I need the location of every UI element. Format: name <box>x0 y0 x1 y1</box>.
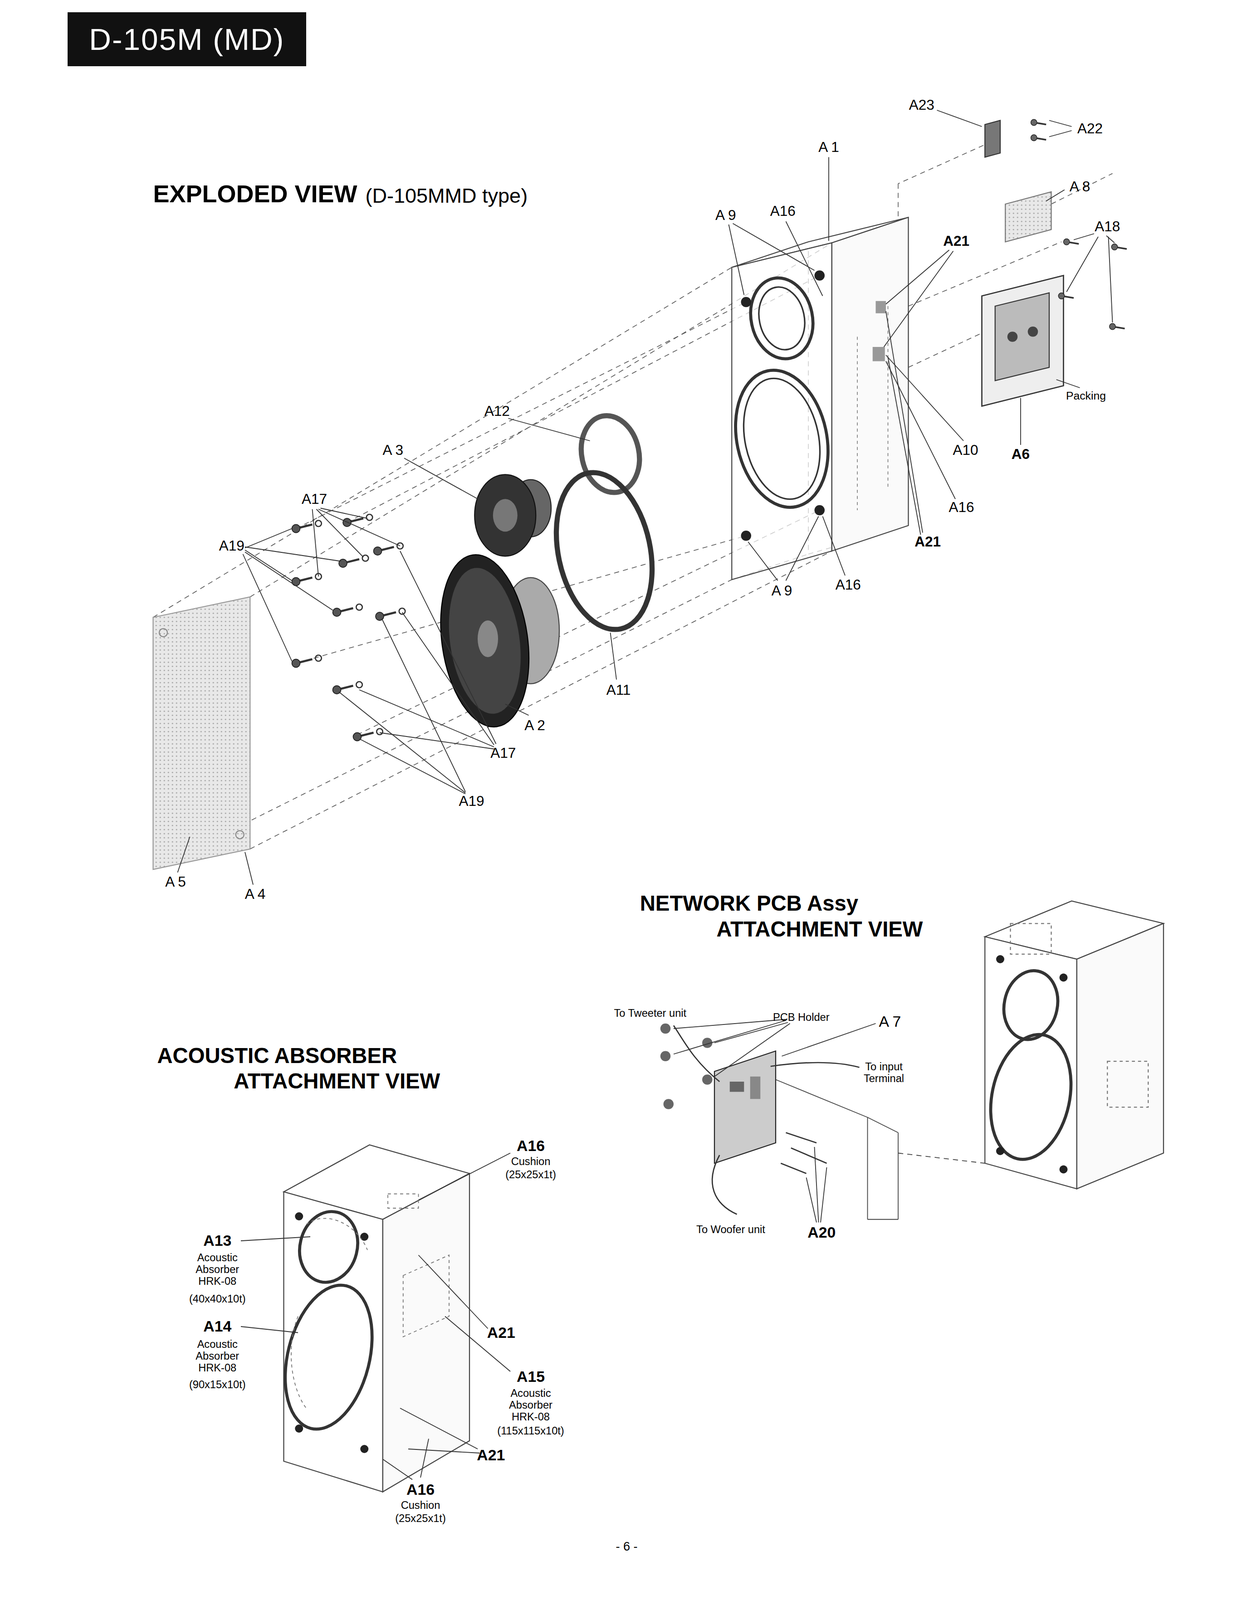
callout-number: A16 <box>516 1137 545 1155</box>
callout-number: A17 <box>490 745 516 762</box>
note-text: (90x15x10t) <box>189 1378 246 1391</box>
callout-number: A 2 <box>524 717 546 734</box>
callout-number: A18 <box>1094 218 1120 235</box>
callout-number: A20 <box>807 1224 836 1242</box>
note-text: Cushion <box>400 1499 441 1512</box>
callout-number: A10 <box>952 442 978 459</box>
callout-number: A 5 <box>165 874 186 890</box>
note-text: Acoustic Absorber HRK-08 <box>185 1338 250 1374</box>
model-name: D-105M (MD) <box>88 21 285 57</box>
title-band: D-105M (MD) <box>67 12 307 67</box>
note-text: PCB Holder <box>772 1011 830 1024</box>
callout-number: A 1 <box>818 139 840 156</box>
callout-number: A 9 <box>771 582 793 599</box>
page-number: - 6 - <box>615 1540 638 1555</box>
callout-number: A23 <box>909 97 935 113</box>
callout-number: A14 <box>203 1318 232 1335</box>
note-text: Cushion <box>511 1155 551 1168</box>
callout-number: A15 <box>516 1368 545 1386</box>
callout-number: A6 <box>1011 446 1030 463</box>
callout-number: A17 <box>301 491 328 508</box>
note-text: To Tweeter unit <box>613 1007 687 1020</box>
note-text: To input Terminal <box>855 1060 913 1085</box>
section-heading: EXPLODED VIEW <box>153 180 358 208</box>
note-text: To Woofer unit <box>696 1223 766 1236</box>
callout-number: A 8 <box>1069 178 1091 195</box>
callout-number: A16 <box>835 576 861 593</box>
note-text: (40x40x10t) <box>189 1293 246 1306</box>
callout-number: A16 <box>770 203 796 220</box>
callout-number: A21 <box>476 1447 505 1464</box>
callout-number: A 7 <box>879 1013 902 1031</box>
note-text: Acoustic Absorber HRK-08 <box>185 1251 250 1288</box>
note-text: (25x25x1t) <box>505 1168 557 1181</box>
callout-number: A12 <box>484 403 510 420</box>
note-text: (115x115x10t) <box>497 1425 564 1438</box>
callout-number: A 9 <box>715 207 737 224</box>
note-text: Packing <box>1065 389 1106 402</box>
callout-number: A21 <box>487 1324 516 1342</box>
callout-number: A16 <box>948 499 974 516</box>
callout-number: A13 <box>203 1232 232 1250</box>
note-text: (D-105MMD type) <box>365 184 529 208</box>
callout-number: A21 <box>943 233 970 250</box>
callout-number: A 4 <box>244 886 266 903</box>
callout-number: A11 <box>606 682 631 699</box>
note-text: (25x25x1t) <box>395 1512 446 1525</box>
section-heading: ACOUSTIC ABSORBER ATTACHMENT VIEW <box>157 1043 495 1095</box>
callout-number: A16 <box>406 1481 435 1499</box>
callout-number: A19 <box>219 537 245 554</box>
callout-number: A21 <box>914 533 941 550</box>
callout-number: A19 <box>458 793 485 810</box>
callout-number: A 3 <box>382 442 404 459</box>
section-heading: NETWORK PCB Assy ATTACHMENT VIEW <box>640 890 978 943</box>
note-text: Acoustic Absorber HRK-08 <box>498 1387 563 1423</box>
callout-number: A22 <box>1077 120 1103 137</box>
